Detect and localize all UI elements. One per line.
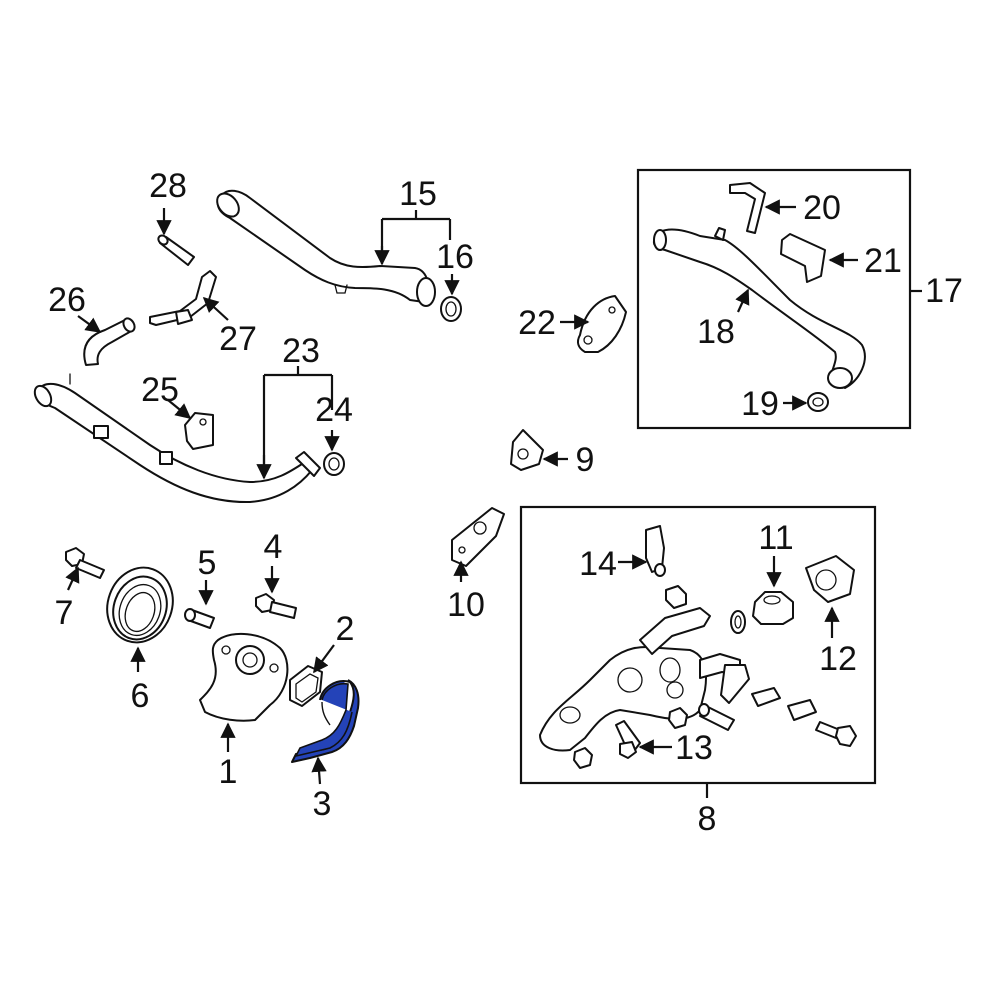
part-19-o-ring[interactable] bbox=[807, 392, 829, 412]
callout-16: 16 bbox=[436, 238, 474, 276]
part-4-bolt[interactable] bbox=[255, 593, 297, 619]
callout-10: 10 bbox=[447, 586, 485, 624]
callout-2: 2 bbox=[336, 610, 355, 648]
part-8-bolt[interactable] bbox=[815, 721, 857, 747]
callout-7: 7 bbox=[55, 594, 74, 632]
part-25-bracket[interactable] bbox=[184, 412, 214, 450]
callout-28: 28 bbox=[149, 167, 187, 205]
part-8-dowel-pin[interactable] bbox=[698, 703, 735, 731]
part-14-fitting[interactable] bbox=[645, 525, 666, 577]
part-18-pipe[interactable] bbox=[652, 227, 866, 389]
part-21-bracket[interactable] bbox=[780, 233, 826, 283]
part-28-connector[interactable] bbox=[157, 234, 195, 266]
part-8-nut-1[interactable] bbox=[573, 747, 593, 769]
part-3-gasket-highlighted[interactable] bbox=[291, 679, 360, 763]
callout-26: 26 bbox=[48, 281, 86, 319]
part-20-clip[interactable] bbox=[729, 182, 766, 234]
callout-25: 25 bbox=[141, 371, 179, 409]
part-7-bolt[interactable] bbox=[65, 547, 105, 579]
part-11-thermostat[interactable] bbox=[752, 591, 794, 625]
callout-27: 27 bbox=[219, 320, 257, 358]
part-8-nut-2[interactable] bbox=[668, 707, 688, 729]
part-2-gasket[interactable] bbox=[289, 665, 323, 707]
part-26-hose[interactable] bbox=[83, 316, 137, 366]
part-10-gasket[interactable] bbox=[451, 507, 505, 567]
callout-23: 23 bbox=[282, 332, 320, 370]
part-8-gasket-a[interactable] bbox=[751, 687, 781, 707]
part-8-gasket-b[interactable] bbox=[787, 699, 817, 721]
part-6-pulley[interactable] bbox=[97, 558, 183, 651]
part-5-dowel[interactable] bbox=[184, 608, 215, 629]
callout-18: 18 bbox=[697, 313, 735, 351]
part-8-o-ring[interactable] bbox=[730, 610, 746, 634]
part-24-o-ring[interactable] bbox=[323, 452, 345, 476]
part-8-seal[interactable] bbox=[665, 585, 687, 609]
callout-19: 19 bbox=[741, 385, 779, 423]
callout-12: 12 bbox=[819, 640, 857, 678]
part-16-o-ring[interactable] bbox=[440, 296, 462, 322]
callout-21: 21 bbox=[864, 242, 902, 280]
callout-1: 1 bbox=[219, 753, 238, 791]
part-23-coolant-pipe[interactable] bbox=[31, 373, 321, 504]
callout-17: 17 bbox=[925, 272, 963, 310]
callout-22: 22 bbox=[518, 304, 556, 342]
callout-11: 11 bbox=[758, 519, 793, 557]
callout-20: 20 bbox=[803, 189, 841, 227]
callout-labels: 1 2 3 4 5 6 7 8 9 10 11 12 13 14 15 16 1… bbox=[48, 167, 963, 838]
callout-4: 4 bbox=[264, 528, 283, 566]
callout-5: 5 bbox=[198, 544, 217, 582]
callout-9: 9 bbox=[576, 441, 595, 479]
part-13-sensor[interactable] bbox=[615, 720, 641, 759]
part-8-thermostat-housing[interactable] bbox=[539, 607, 750, 752]
callout-8: 8 bbox=[698, 800, 717, 838]
callout-6: 6 bbox=[131, 677, 150, 715]
part-27-bypass-pipe[interactable] bbox=[149, 270, 217, 326]
part-22-bracket[interactable] bbox=[576, 295, 627, 353]
assembly-box-8 bbox=[519, 505, 877, 785]
part-9-gasket[interactable] bbox=[510, 429, 544, 471]
callout-15: 15 bbox=[399, 175, 437, 213]
part-12-cover[interactable] bbox=[805, 555, 855, 603]
callout-3: 3 bbox=[313, 785, 332, 823]
part-1-water-pump[interactable] bbox=[199, 632, 289, 722]
leader-lines bbox=[65, 199, 922, 798]
assembly-box-17 bbox=[636, 168, 912, 430]
callout-13: 13 bbox=[675, 729, 713, 767]
callout-14: 14 bbox=[579, 545, 617, 583]
part-15-coolant-pipe[interactable] bbox=[213, 189, 436, 307]
callout-24: 24 bbox=[315, 391, 353, 429]
